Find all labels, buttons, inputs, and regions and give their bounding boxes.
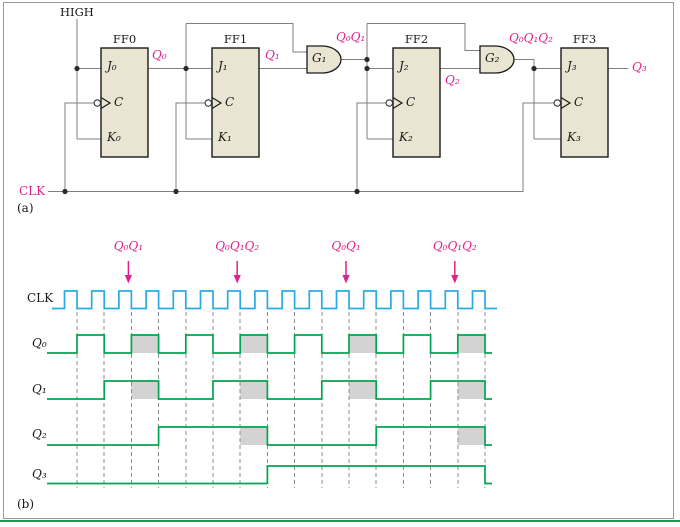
q2-wire-label: Q₂ (445, 73, 460, 87)
ff2-j-label: J₂ (399, 59, 409, 73)
q0-wire-label: Q₀ (152, 48, 167, 62)
ff0-name: FF0 (112, 32, 137, 46)
timing-q1-label: Q₁ (32, 382, 47, 396)
decode-shade (349, 381, 377, 399)
timing-q0-label: Q₀ (32, 336, 47, 350)
decode-annotation-2: Q₀Q₁ (331, 239, 361, 253)
g2-output-label: Q₀Q₁Q₂ (509, 31, 553, 45)
junction-dots (62, 56, 537, 195)
clock-edge-triangles (100, 96, 572, 110)
ff0-j-label: J₀ (107, 59, 117, 73)
q3-waveform (47, 465, 492, 485)
ff2-k-label: K₂ (399, 130, 413, 144)
clk-input-label: CLK (19, 184, 46, 198)
decode-shade (457, 335, 485, 353)
q3-wire-label: Q₃ (632, 60, 647, 74)
ff1-c-label: C (225, 95, 235, 109)
annotation-arrow-layer (124, 261, 459, 284)
decode-shade (457, 427, 485, 445)
ff3-c-label: C (574, 95, 584, 109)
decode-annotation-0: Q₀Q₁ (113, 239, 144, 253)
circuit-wires (48, 19, 628, 193)
ff1-name: FF1 (223, 32, 248, 46)
decode-arrow-head (342, 275, 350, 284)
decode-shade (240, 427, 268, 445)
panel-b-label: (b) (17, 497, 35, 511)
decode-shade (457, 381, 485, 399)
q1-waveform (47, 380, 492, 400)
decode-shade (131, 335, 159, 353)
and-gate-g2 (479, 45, 515, 74)
timing-clk-label: CLK (27, 291, 54, 305)
decode-arrow-head (451, 275, 459, 284)
q1-wire-label: Q₁ (265, 48, 280, 62)
timing-q2-label: Q₂ (32, 427, 47, 441)
decode-annotation-3: Q₀Q₁Q₂ (432, 239, 477, 253)
timing-q3-label: Q₃ (32, 467, 47, 481)
decode-shade (240, 381, 268, 399)
ff0-c-label: C (114, 95, 124, 109)
ff1-j-label: J₁ (218, 59, 228, 73)
ff3-j-label: J₃ (567, 59, 577, 73)
ff2-c-label: C (406, 95, 416, 109)
q2-waveform (47, 426, 492, 446)
waveform-layer (47, 290, 497, 485)
decode-arrow-head (124, 275, 132, 284)
flipflop-boxes (100, 47, 609, 158)
decode-shade (131, 381, 159, 399)
clock-inverter-bubbles (93, 99, 562, 107)
decode-shade (349, 335, 377, 353)
g2-label: G₂ (485, 51, 500, 65)
ff3-k-label: K₃ (567, 130, 581, 144)
ff2-name: FF2 (404, 32, 429, 46)
ff1-k-label: K₁ (218, 130, 232, 144)
clk-waveform (52, 290, 497, 310)
q0-waveform (47, 334, 492, 354)
decode-shading-layer (131, 335, 485, 445)
decode-annotation-1: Q₀Q₁Q₂ (215, 239, 260, 253)
ff0-k-label: K₀ (107, 130, 121, 144)
ff3-name: FF3 (572, 32, 597, 46)
g1-label: G₁ (312, 51, 327, 65)
and-gate-g1 (306, 45, 342, 74)
decode-arrow-head (233, 275, 241, 284)
figure-bottom-rule (0, 520, 680, 523)
high-label: HIGH (60, 5, 94, 19)
decode-shade (240, 335, 268, 353)
g1-output-label: Q₀Q₁ (336, 30, 366, 44)
panel-a-label: (a) (17, 201, 34, 215)
